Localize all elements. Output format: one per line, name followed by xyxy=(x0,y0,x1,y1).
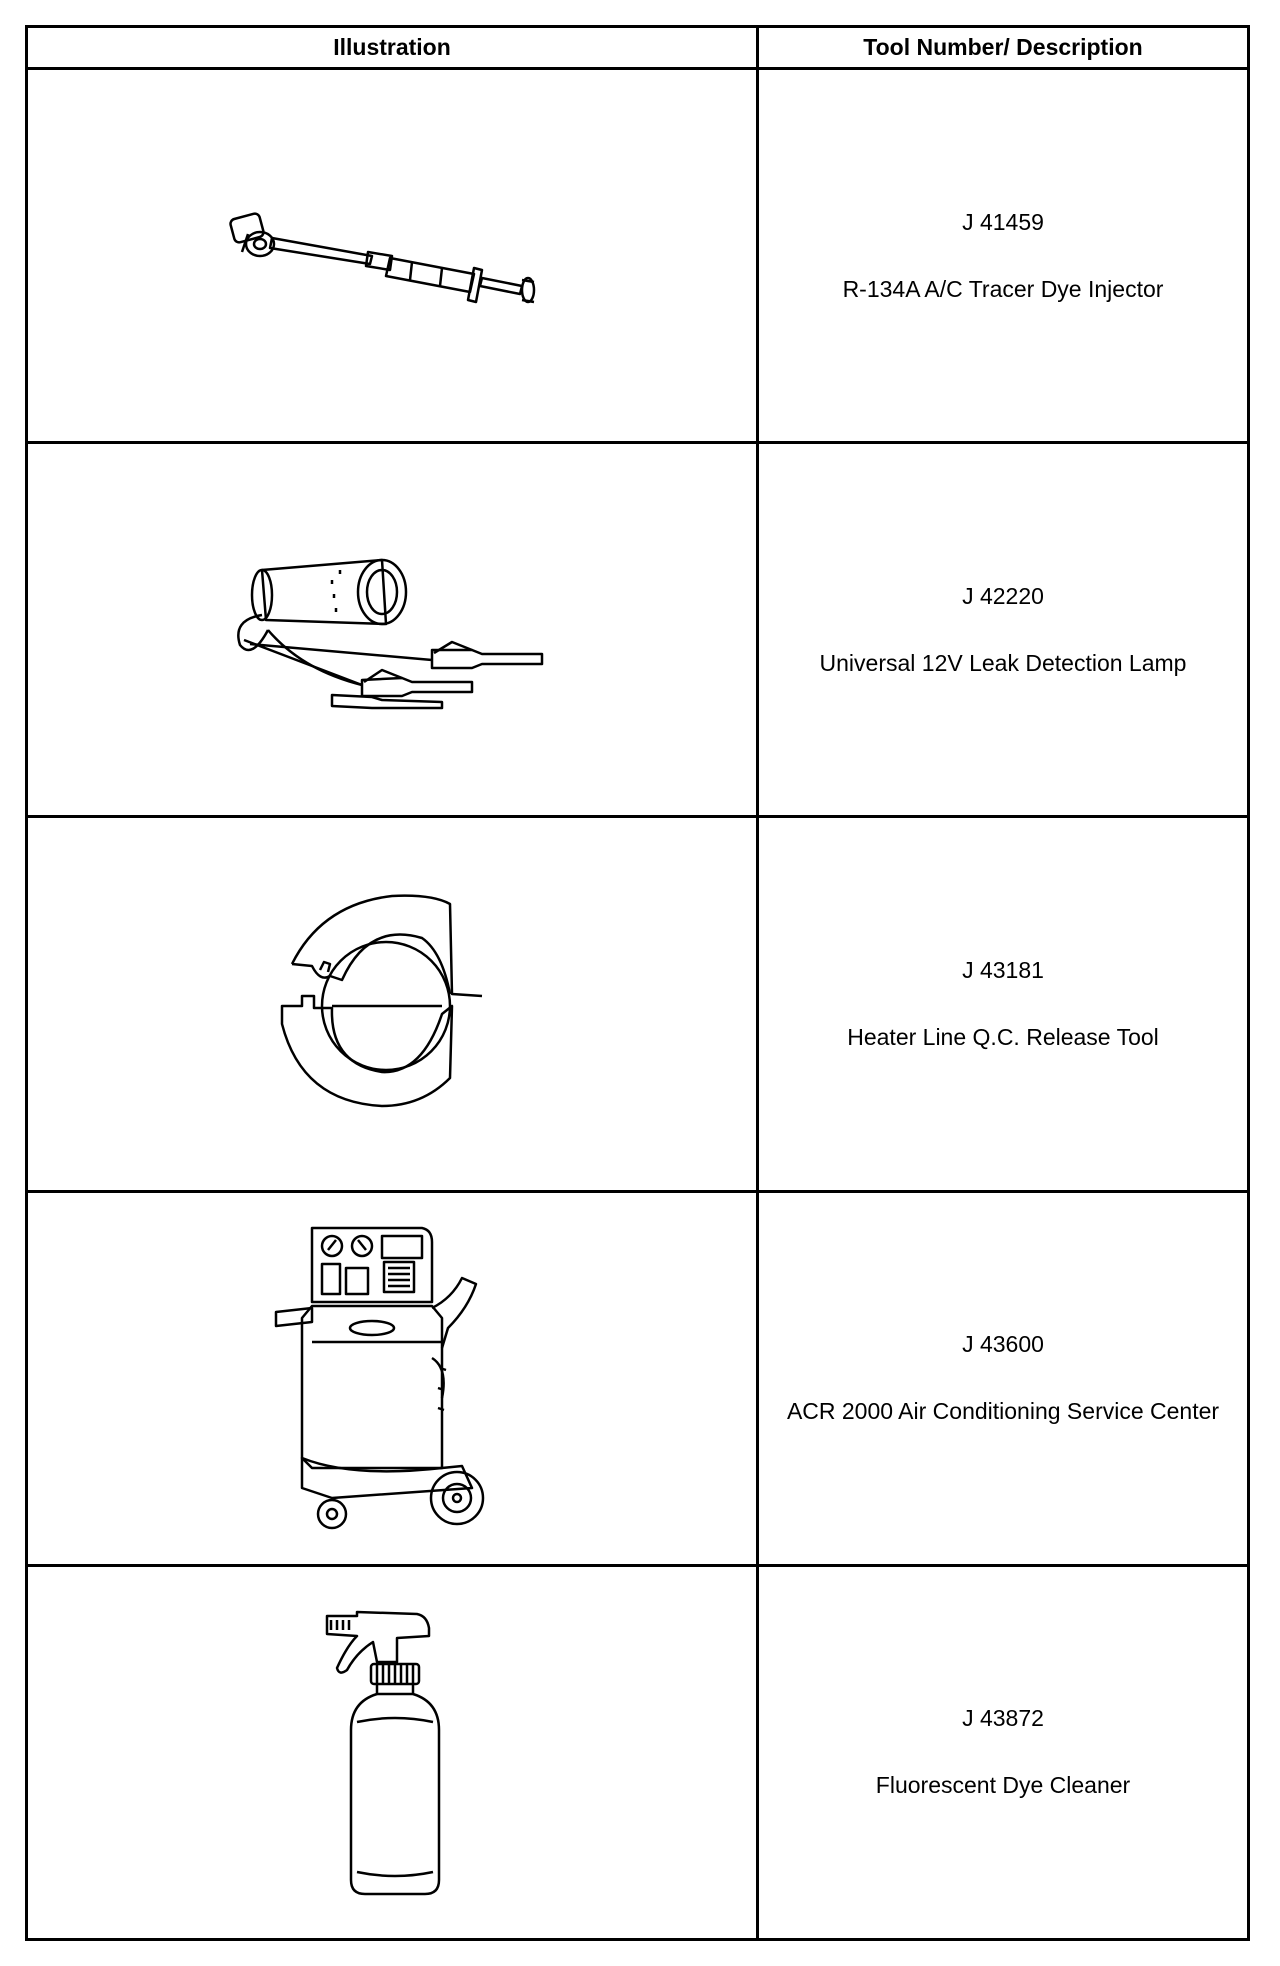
tool-description: Fluorescent Dye Cleaner xyxy=(875,1772,1131,1799)
tool-number: J 43600 xyxy=(962,1331,1044,1358)
release-tool-icon xyxy=(280,894,483,1108)
dye-injector-icon xyxy=(229,212,536,303)
description-cell: J 41459 R-134A A/C Tracer Dye Injector xyxy=(756,67,1250,445)
description-cell: J 43872 Fluorescent Dye Cleaner xyxy=(756,1563,1250,1942)
table-row: J 43872 Fluorescent Dye Cleaner xyxy=(25,1563,1250,1942)
table-row: J 43600 ACR 2000 Air Conditioning Servic… xyxy=(25,1189,1250,1567)
tool-number: J 41459 xyxy=(962,208,1044,235)
tool-description: ACR 2000 Air Conditioning Service Center xyxy=(786,1398,1220,1425)
tool-description: Heater Line Q.C. Release Tool xyxy=(847,1023,1159,1050)
table-header-row: Illustration Tool Number/ Description xyxy=(25,24,1250,71)
tool-number: J 43181 xyxy=(962,956,1044,983)
description-cell: J 43181 Heater Line Q.C. Release Tool xyxy=(756,815,1250,1193)
illustration-cell xyxy=(25,1189,759,1567)
tool-description: R-134A A/C Tracer Dye Injector xyxy=(842,275,1164,302)
tool-table: Illustration Tool Number/ Description xyxy=(25,24,1250,1942)
table-row: J 43181 Heater Line Q.C. Release Tool xyxy=(25,815,1250,1193)
spray-bottle-icon xyxy=(325,1611,441,1896)
tool-number: J 42220 xyxy=(962,582,1044,609)
illustration-cell xyxy=(25,67,759,445)
illustration-cell xyxy=(25,815,759,1193)
leak-detection-lamp-icon xyxy=(237,558,544,710)
header-illustration: Illustration xyxy=(25,24,759,71)
service-center-icon xyxy=(274,1226,485,1530)
illustration-cell xyxy=(25,1563,759,1942)
description-cell: J 43600 ACR 2000 Air Conditioning Servic… xyxy=(756,1189,1250,1567)
tool-number: J 43872 xyxy=(962,1705,1044,1732)
tool-description: Universal 12V Leak Detection Lamp xyxy=(819,649,1187,676)
illustration-cell xyxy=(25,441,759,819)
table-row: J 42220 Universal 12V Leak Detection Lam… xyxy=(25,441,1250,819)
table-row: J 41459 R-134A A/C Tracer Dye Injector xyxy=(25,67,1250,445)
header-tool-number-description: Tool Number/ Description xyxy=(756,24,1250,71)
description-cell: J 42220 Universal 12V Leak Detection Lam… xyxy=(756,441,1250,819)
